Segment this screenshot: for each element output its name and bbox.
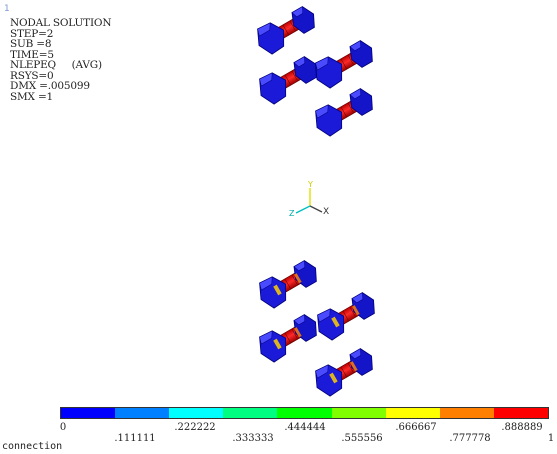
colorbar-label-4: .444444 <box>284 422 326 433</box>
window-number: 1 <box>4 4 10 14</box>
bolt-8 <box>310 343 379 400</box>
y-axis-label: Y <box>307 180 313 189</box>
colorbar-band-9 <box>493 408 548 418</box>
colorbar-band-8 <box>439 408 494 418</box>
bolt-2 <box>253 50 323 109</box>
colorbar-label-9: 1 <box>547 433 555 444</box>
colorbar-band-4 <box>223 408 278 418</box>
x-axis-line <box>309 205 323 213</box>
axis-triad: Y X Z <box>289 180 329 218</box>
colorbar-label-6: .666667 <box>395 422 437 433</box>
legend-line-sub: SUB =8 <box>10 38 52 50</box>
bolt-6 <box>254 309 323 366</box>
legend-line-step: STEP=2 <box>10 27 54 40</box>
bolt-group-top <box>251 0 379 141</box>
colorbar-labels: 0 .111111 .222222 .333333 .444444 .55555… <box>0 418 557 444</box>
bolt-5 <box>254 255 323 312</box>
bolt-group-bottom <box>254 255 381 400</box>
colorbar-label-5: .555556 <box>341 433 383 444</box>
model-plot <box>251 0 557 400</box>
bolt-1 <box>251 0 321 59</box>
model-caption: connection <box>2 441 63 452</box>
bolt-7 <box>312 287 381 344</box>
bolt-3 <box>309 34 379 93</box>
colorbar-label-8: .888889 <box>501 422 543 433</box>
legend-line-title: NODAL SOLUTION <box>10 17 112 29</box>
colorbar-band-1 <box>61 408 116 418</box>
bolt-4 <box>309 82 379 141</box>
colorbar-label-3: .333333 <box>232 433 274 444</box>
contour-colorbar <box>60 407 549 419</box>
z-axis-label: Z <box>289 209 295 218</box>
colorbar-label-2: .222222 <box>174 422 216 433</box>
x-axis-label: X <box>323 207 329 217</box>
colorbar-band-3 <box>169 408 224 418</box>
legend-line-smx: SMX =1 <box>10 90 54 103</box>
colorbar-label-7: .777778 <box>449 433 491 444</box>
colorbar-band-7 <box>385 408 440 418</box>
z-axis-line <box>295 205 311 214</box>
colorbar-label-1: .111111 <box>114 433 156 444</box>
legend-line-item: NLEPEQ (AVG) <box>10 59 102 71</box>
legend-line-time: TIME=5 <box>10 48 54 61</box>
colorbar-label-0: 0 <box>59 422 67 433</box>
colorbar-band-6 <box>331 408 386 418</box>
colorbar-band-2 <box>115 408 170 418</box>
solution-legend: NODAL SOLUTION STEP=2 SUB =8 TIME=5 NLEP… <box>10 17 112 103</box>
colorbar-band-5 <box>277 408 332 418</box>
legend-line-dmx: DMX =.005099 <box>10 80 90 92</box>
legend-line-rsys: RSYS=0 <box>10 69 54 82</box>
